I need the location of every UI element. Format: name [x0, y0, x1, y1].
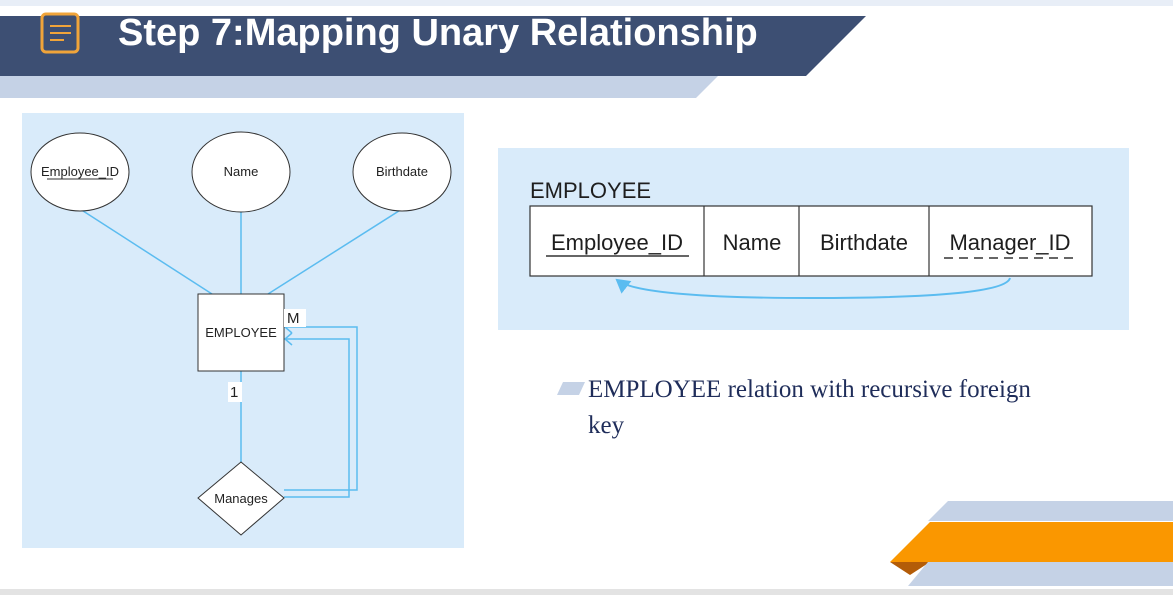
- cardinality-many-bg: [284, 309, 306, 327]
- column-employee-id: Employee_ID: [551, 230, 683, 255]
- top-strip: [0, 0, 1173, 6]
- attribute-birthdate-label: Birthdate: [376, 164, 428, 179]
- recursive-fk-arrow: [615, 277, 1011, 300]
- relationship-manages: Manages: [197, 461, 285, 536]
- attribute-name: Name: [191, 131, 291, 213]
- footer-stripe-bottom: [908, 562, 1173, 586]
- bottom-strip: [0, 589, 1173, 595]
- slide-title: Step 7:Mapping Unary Relationship: [118, 12, 758, 54]
- footer-orange-fold: [890, 562, 930, 575]
- column-birthdate: Birthdate: [820, 230, 908, 255]
- relation-name: EMPLOYEE: [530, 178, 651, 203]
- footer-stripe-top: [928, 501, 1173, 521]
- parallelogram-bullet-icon: [557, 382, 585, 395]
- header-stripe: [0, 76, 718, 98]
- cardinality-one: 1: [230, 384, 238, 401]
- column-name: Name: [723, 230, 782, 255]
- attribute-employee-id: Employee_ID: [30, 132, 130, 212]
- cardinality-many: M: [287, 310, 300, 327]
- notebook-icon: [40, 12, 80, 54]
- footer-orange-band: [890, 522, 1173, 562]
- caption-text: EMPLOYEE relation with recursive foreign…: [588, 376, 1031, 439]
- column-manager-id: Manager_ID: [949, 230, 1070, 255]
- header-banner: [0, 16, 866, 76]
- attribute-employee-id-label: Employee_ID: [41, 164, 119, 179]
- relationship-manages-label: Manages: [214, 491, 268, 506]
- cardinality-one-bg: [228, 382, 242, 402]
- attribute-birthdate: Birthdate: [352, 132, 452, 212]
- attribute-name-label: Name: [224, 164, 259, 179]
- entity-employee: EMPLOYEE: [197, 293, 285, 372]
- relation-table: Employee_ID Name Birthdate Manager_ID: [529, 205, 1093, 277]
- entity-employee-label: EMPLOYEE: [205, 325, 277, 340]
